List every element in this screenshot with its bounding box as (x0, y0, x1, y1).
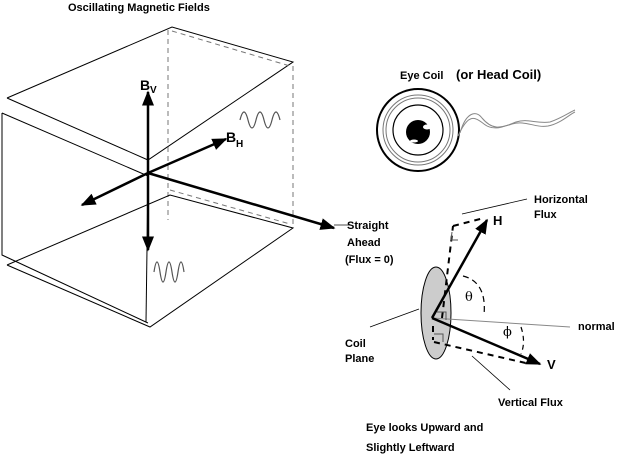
coil-lead-wires (457, 109, 576, 137)
theta-arc (462, 275, 485, 316)
bv-label: B (140, 77, 150, 93)
bh-arrow-back (80, 171, 149, 207)
coil-plane-label-1: Coil (345, 338, 366, 350)
horizontal-field-plane-top (6, 26, 295, 161)
vertical-field-plane (1, 112, 149, 324)
horizontal-flux-label-1: Horizontal (534, 194, 588, 206)
coil-plane-label-2: Plane (345, 353, 374, 365)
straight-ahead-arrow (147, 171, 336, 230)
bh-arrow (147, 137, 228, 175)
eye-coil-icon (376, 88, 460, 172)
straight-ahead-label-1: Straight (347, 220, 389, 232)
right-angle-marker-bottom (434, 333, 444, 342)
horizontal-wave-icon (239, 111, 281, 129)
vertical-flux-leader (471, 355, 511, 391)
h-label: H (493, 213, 502, 228)
horizontal-flux-label-2: Flux (534, 209, 557, 221)
eye-coil-alt-label: (or Head Coil) (456, 67, 541, 82)
eye-coil-label: Eye Coil (400, 70, 443, 82)
v-vector (431, 316, 542, 366)
straight-ahead-label-2: Ahead (347, 237, 381, 249)
diagram-title: Oscillating Magnetic Fields (68, 2, 210, 14)
caption-line-2: Slightly Leftward (366, 442, 455, 454)
bh-subscript: H (236, 139, 243, 150)
caption-line-1: Eye looks Upward and (366, 422, 483, 434)
horizontal-field-plane-top-dashed (167, 30, 294, 228)
horizontal-flux-projection (441, 217, 485, 319)
phi-label: ϕ (503, 325, 512, 340)
right-angle-marker-center (437, 311, 447, 320)
vertical-flux-projection (432, 326, 531, 365)
horizontal-field-plane-bottom (6, 194, 295, 328)
vertical-wave-icon (153, 261, 185, 283)
normal-line (431, 317, 571, 328)
h-vector (430, 218, 489, 319)
coil-plane-leader (369, 308, 420, 328)
bh-label: B (226, 129, 236, 145)
theta-label: θ (465, 290, 473, 305)
straight-ahead-label-3: (Flux = 0) (345, 254, 394, 266)
vertical-flux-label: Vertical Flux (498, 397, 564, 409)
v-label: V (547, 357, 556, 372)
normal-label: normal (578, 321, 615, 333)
right-angle-marker-top (450, 231, 458, 241)
phi-arc (520, 326, 525, 355)
horizontal-flux-leader (461, 198, 528, 215)
horizontal-field-plane-bottom-dashed (169, 189, 291, 225)
bv-subscript: V (150, 85, 157, 96)
